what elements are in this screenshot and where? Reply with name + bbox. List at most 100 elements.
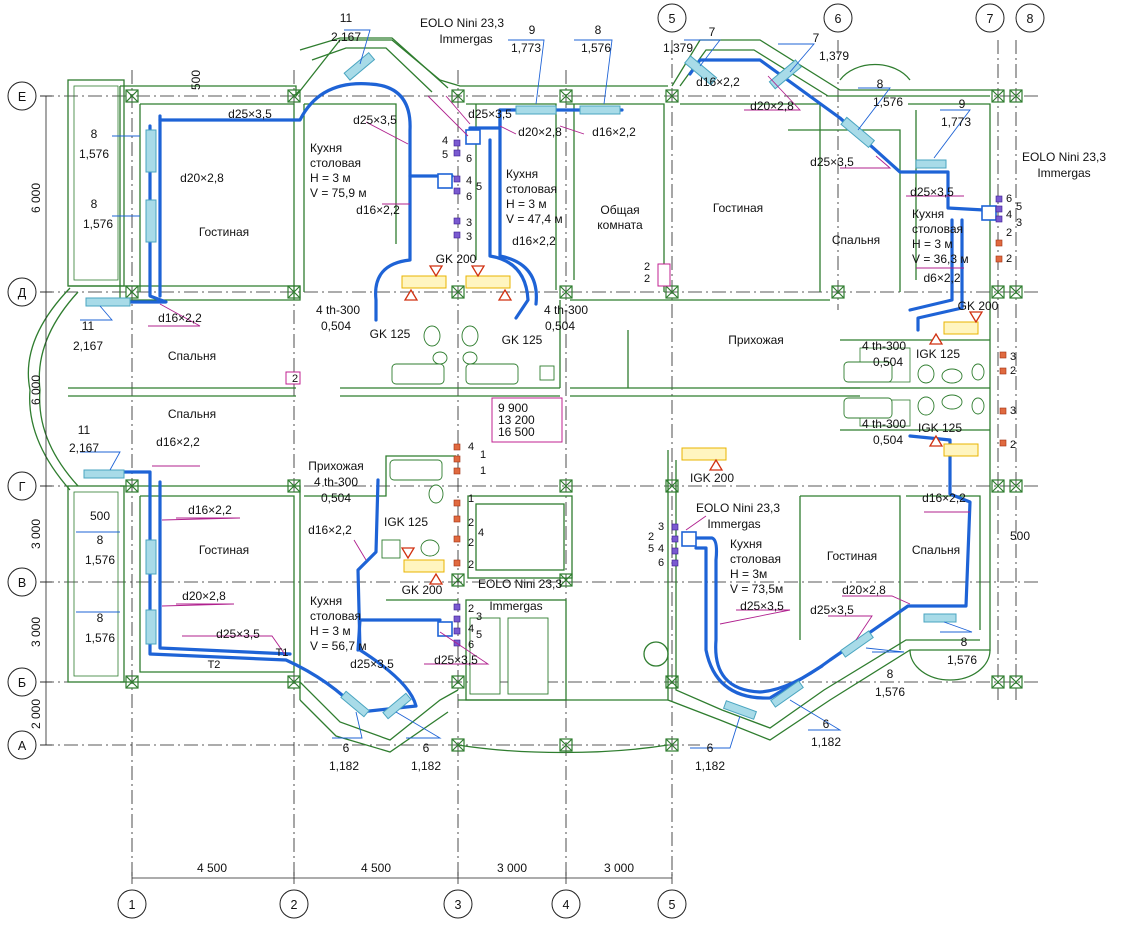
svg-text:Immergas: Immergas (707, 517, 760, 531)
svg-text:Кухня: Кухня (310, 141, 342, 155)
svg-text:1,576: 1,576 (83, 217, 113, 231)
svg-text:EOLO Nini 23,3: EOLO Nini 23,3 (478, 577, 562, 591)
svg-text:0,504: 0,504 (545, 319, 575, 333)
svg-text:V = 75,9 м: V = 75,9 м (310, 186, 367, 200)
svg-text:1: 1 (480, 465, 486, 477)
svg-text:GK 125: GK 125 (370, 327, 411, 341)
svg-text:2,167: 2,167 (73, 339, 103, 353)
equipment-labels: EOLO Nini 23,3 Immergas EOLO Nini 23,3 I… (314, 16, 1106, 613)
svg-text:GK 200: GK 200 (402, 583, 443, 597)
svg-text:d16×2,2: d16×2,2 (696, 75, 740, 89)
room-kitchen-2: Кухня столовая Н = 3 м V = 47,4 м (506, 167, 563, 226)
svg-text:0,504: 0,504 (321, 491, 351, 505)
svg-text:2: 2 (1006, 253, 1012, 265)
room-kitchen-1: Кухня столовая Н = 3 м V = 75,9 м (310, 141, 367, 200)
svg-text:8: 8 (1027, 12, 1034, 26)
radiator-se-1 (722, 700, 758, 720)
dimension-labels: 4 500 4 500 3 000 3 000 6 000 6 000 3 00… (29, 70, 1030, 875)
svg-text:2,167: 2,167 (331, 30, 361, 44)
svg-text:11: 11 (82, 319, 95, 333)
svg-text:1,576: 1,576 (873, 95, 903, 109)
svg-text:GK 200: GK 200 (436, 252, 477, 266)
svg-text:1,773: 1,773 (511, 41, 541, 55)
boiler-4 (437, 621, 453, 637)
svg-text:1: 1 (468, 493, 474, 505)
svg-text:Н = 3 м: Н = 3 м (310, 171, 351, 185)
svg-text:d25×3,5: d25×3,5 (810, 155, 854, 169)
svg-text:EOLO Nini 23,3: EOLO Nini 23,3 (1022, 150, 1106, 164)
svg-text:8: 8 (887, 667, 894, 681)
svg-text:4: 4 (466, 175, 472, 187)
svg-text:d16×2,2: d16×2,2 (156, 435, 200, 449)
axis-bubble-1: 1 (117, 889, 147, 919)
svg-text:столовая: столовая (310, 609, 361, 623)
radiator-s-2 (382, 692, 412, 720)
radiator-n-1 (343, 51, 376, 81)
svg-text:d16×2,2: d16×2,2 (592, 125, 636, 139)
svg-text:1,576: 1,576 (85, 553, 115, 567)
svg-text:8: 8 (97, 611, 104, 625)
svg-text:V = 56,7 м: V = 56,7 м (310, 639, 367, 653)
svg-text:2: 2 (1006, 227, 1012, 239)
axis-grid (40, 40, 1040, 880)
svg-text:16 500: 16 500 (498, 425, 535, 439)
svg-text:1: 1 (480, 449, 486, 461)
svg-text:7: 7 (709, 25, 716, 39)
svg-text:4: 4 (1006, 209, 1012, 221)
svg-text:Прихожая: Прихожая (308, 459, 364, 473)
svg-text:0,504: 0,504 (873, 355, 903, 369)
svg-text:V = 47,4 м: V = 47,4 м (506, 212, 563, 226)
svg-text:Гостиная: Гостиная (827, 549, 877, 563)
svg-text:6: 6 (1006, 193, 1012, 205)
svg-text:4: 4 (478, 527, 484, 539)
axis-bubble-7: 7 (975, 3, 1005, 33)
svg-text:Н = 3м: Н = 3м (730, 567, 767, 581)
axis-markers: 1 2 3 4 5 5 6 7 8 Е Д Г В Б А (7, 3, 1045, 919)
svg-text:2: 2 (1010, 439, 1016, 451)
room-kitchen-4: Кухня столовая Н = 3 м V = 56,7 м (310, 594, 367, 653)
svg-text:1,773: 1,773 (941, 115, 971, 129)
svg-text:V = 73,5м: V = 73,5м (730, 582, 783, 596)
svg-text:4: 4 (658, 543, 664, 555)
svg-text:5: 5 (476, 181, 482, 193)
leader-lines (76, 29, 973, 749)
svg-text:4 500: 4 500 (197, 861, 227, 875)
svg-text:11: 11 (78, 423, 91, 437)
svg-text:Спальня: Спальня (912, 543, 960, 557)
svg-text:d16×2,2: d16×2,2 (188, 503, 232, 517)
svg-text:1,576: 1,576 (947, 653, 977, 667)
svg-text:3: 3 (1010, 351, 1016, 363)
boiler-2 (465, 129, 481, 145)
svg-text:Immergas: Immergas (439, 32, 492, 46)
level-marks: 9 900 13 200 16 500 (498, 401, 535, 439)
svg-text:1,576: 1,576 (85, 631, 115, 645)
svg-text:Н = 3 м: Н = 3 м (912, 237, 953, 251)
svg-text:8: 8 (91, 197, 98, 211)
svg-text:d25×3,5: d25×3,5 (910, 185, 954, 199)
dimension-lines (40, 95, 673, 884)
radiator-nw-3 (85, 297, 131, 307)
svg-text:2: 2 (644, 273, 650, 285)
axis-bubble-3: 3 (443, 889, 473, 919)
svg-text:4 th-300: 4 th-300 (862, 339, 906, 353)
svg-text:Спальня: Спальня (832, 233, 880, 247)
svg-text:2: 2 (1010, 365, 1016, 377)
svg-text:4: 4 (468, 441, 474, 453)
svg-text:6: 6 (343, 741, 350, 755)
svg-text:4: 4 (442, 135, 448, 147)
boiler-1 (437, 173, 453, 189)
svg-text:5: 5 (669, 12, 676, 26)
svg-text:1: 1 (129, 898, 136, 912)
svg-text:2: 2 (291, 898, 298, 912)
svg-text:8: 8 (91, 127, 98, 141)
room-common: Общая комната (597, 203, 643, 232)
svg-text:IGK 125: IGK 125 (916, 347, 960, 361)
svg-text:d25×3,5: d25×3,5 (350, 657, 394, 671)
svg-text:IGK 125: IGK 125 (384, 515, 428, 529)
svg-text:3: 3 (466, 217, 472, 229)
svg-text:1,576: 1,576 (79, 147, 109, 161)
svg-text:4 th-300: 4 th-300 (862, 417, 906, 431)
svg-text:5: 5 (1016, 201, 1022, 213)
svg-text:столовая: столовая (912, 222, 963, 236)
